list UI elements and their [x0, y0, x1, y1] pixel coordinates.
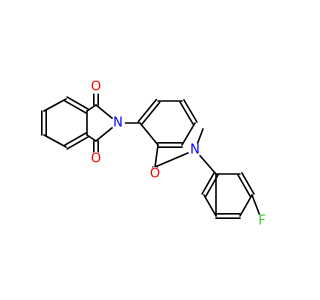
bond-d5-d6-a: [205, 174, 219, 197]
molecule-diagram: O O N O N F: [40, 79, 269, 229]
bond-a6-a1-a: [64, 100, 87, 114]
bond-b1-b2-b: [137, 98, 158, 123]
atom-o3: O: [148, 167, 162, 182]
atom-layer: O O N O N F: [89, 80, 269, 229]
bond-a2-a3-a: [64, 132, 87, 146]
atom-f1: F: [255, 214, 269, 229]
bond-b3-b4-b: [183, 99, 198, 123]
bond-d1-d2-b: [241, 172, 255, 195]
atom-n1-label: N: [113, 116, 123, 131]
atom-n2: N: [188, 143, 202, 158]
bond-b4-b5: [181, 122, 196, 146]
bond-b6-b1: [139, 122, 159, 146]
bond-a2-a3-b: [66, 136, 89, 150]
bond-d1-d2-a: [237, 174, 251, 197]
atom-o3-label: O: [150, 167, 160, 182]
atom-o1: O: [89, 80, 103, 95]
atom-o2-label: O: [91, 152, 101, 167]
atom-o1-label: O: [91, 80, 101, 95]
atom-f1-label: F: [258, 214, 265, 229]
atom-n2-label: N: [190, 143, 200, 158]
atom-n1: N: [111, 116, 125, 131]
bond-a6-a1-b: [66, 96, 89, 110]
bond-d5-d6-b: [201, 172, 215, 195]
bond-b3-b4-a: [179, 101, 194, 125]
bond-layer: [40, 86, 263, 222]
bond-a5-a6: [43, 98, 67, 112]
bond-d4-d5: [203, 194, 217, 217]
bond-b1-b2-a: [140, 101, 161, 126]
bond-c2-a2: [86, 134, 97, 142]
atom-o2: O: [89, 152, 103, 167]
bond-b6-c3: [154, 144, 159, 168]
bond-c1-a1: [86, 104, 97, 112]
bond-d2-d3: [239, 194, 253, 217]
bond-a3-a4: [43, 134, 67, 148]
bond-c3-n2: [154, 149, 196, 168]
